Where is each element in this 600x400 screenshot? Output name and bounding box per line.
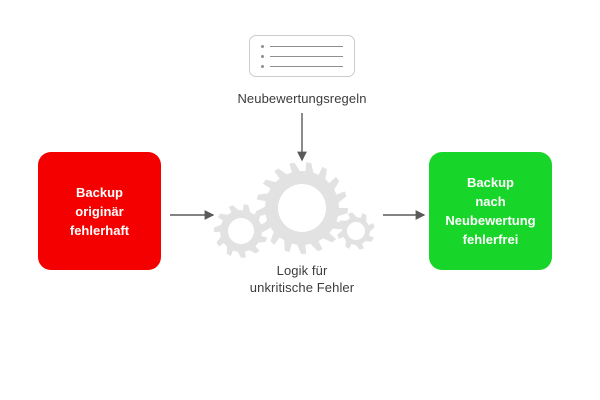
bullet-icon — [261, 44, 264, 48]
rule-line — [270, 55, 343, 57]
logic-node-label: Logik für unkritische Fehler — [249, 263, 355, 295]
rules-line-row — [261, 64, 343, 68]
gear-large-icon — [256, 162, 348, 254]
rules-line-row — [261, 54, 343, 58]
rules-line-row — [261, 44, 343, 48]
gear-small-left-icon — [214, 204, 268, 258]
gears-icon — [214, 162, 375, 258]
source-node-backup-faulty[interactable]: Backup originär fehlerhaft — [38, 152, 161, 270]
rules-list-icon[interactable] — [249, 35, 355, 77]
rule-line — [270, 65, 343, 67]
rule-line — [270, 45, 343, 47]
rules-node-label: Neubewertungsregeln — [237, 91, 367, 106]
bullet-icon — [261, 64, 264, 68]
target-node-backup-clean[interactable]: Backup nach Neubewertung fehlerfrei — [429, 152, 552, 270]
gear-small-right-icon — [337, 212, 375, 250]
bullet-icon — [261, 54, 264, 58]
